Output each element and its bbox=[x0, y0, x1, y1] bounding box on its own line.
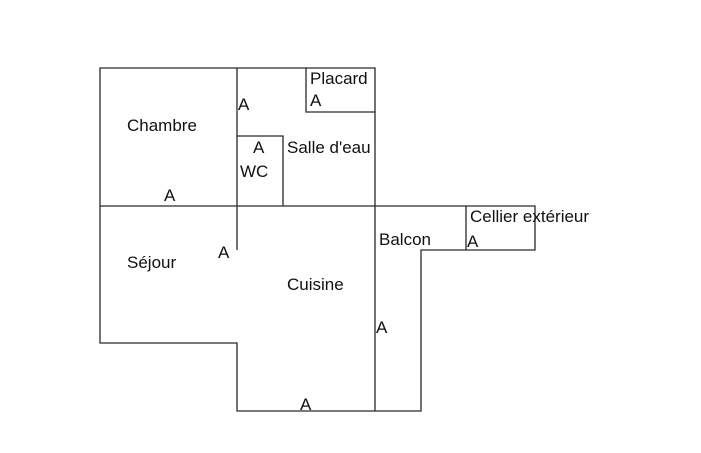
room-label-salle-deau: Salle d'eau bbox=[287, 138, 371, 157]
wall-placard bbox=[305, 68, 375, 113]
room-label-wc: WC bbox=[240, 162, 268, 181]
marker-chambre-door: A bbox=[164, 186, 176, 205]
wall-wc bbox=[237, 135, 284, 206]
marker-chambre-right: A bbox=[238, 95, 250, 114]
markers: A A A A A A A A bbox=[164, 91, 479, 414]
marker-cuisine-right: A bbox=[376, 318, 388, 337]
marker-cuisine-bottom: A bbox=[300, 395, 312, 414]
room-label-balcon: Balcon bbox=[379, 230, 431, 249]
room-labels: Chambre Placard WC Salle d'eau Séjour Cu… bbox=[127, 69, 589, 294]
marker-wc: A bbox=[253, 138, 265, 157]
room-label-cuisine: Cuisine bbox=[287, 275, 344, 294]
room-label-placard: Placard bbox=[310, 69, 368, 88]
room-label-cellier: Cellier extérieur bbox=[470, 207, 589, 226]
room-label-sejour: Séjour bbox=[127, 253, 176, 272]
marker-sejour: A bbox=[218, 243, 230, 262]
outer-wall bbox=[99, 67, 536, 412]
room-label-chambre: Chambre bbox=[127, 116, 197, 135]
marker-balcon-cellier: A bbox=[467, 232, 479, 251]
marker-placard: A bbox=[310, 91, 322, 110]
walls bbox=[99, 67, 536, 412]
